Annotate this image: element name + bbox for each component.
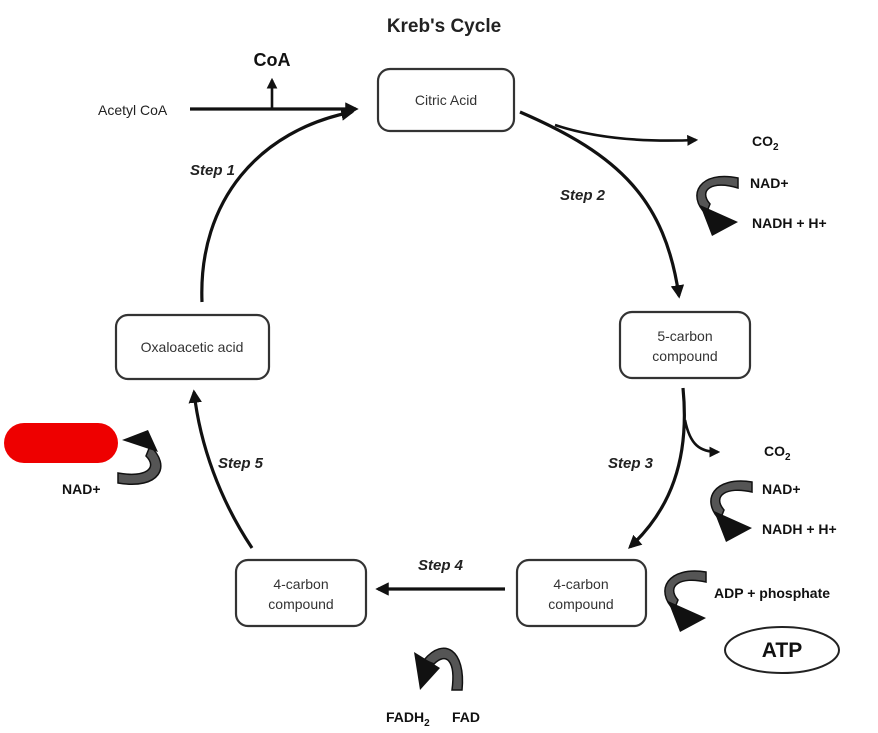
step5-nad-curl-icon xyxy=(117,430,162,485)
step3-nad-curl-icon xyxy=(710,480,753,542)
step2-co2-arrow xyxy=(554,123,699,146)
step2-nad-curl-icon xyxy=(696,175,739,236)
acetyl-coa-label: Acetyl CoA xyxy=(98,102,168,118)
four-carbon-left-label-line2: compound xyxy=(268,596,333,612)
step2-label: Step 2 xyxy=(560,187,606,204)
adp-curl-icon xyxy=(664,570,707,632)
five-carbon-node: 5-carbon compound xyxy=(618,310,752,380)
atp-label: ATP xyxy=(762,639,802,662)
fadh2-label: FADH2 xyxy=(386,709,430,729)
four-carbon-left-label-line1: 4-carbon xyxy=(273,576,328,592)
step3-label: Step 3 xyxy=(608,455,654,472)
step3-nad-label: NAD+ xyxy=(762,481,801,497)
step1-label: Step 1 xyxy=(190,162,235,179)
diagram-title: Kreb's Cycle xyxy=(387,16,501,37)
four-carbon-right-label-line1: 4-carbon xyxy=(553,576,608,592)
step2-nadh-label: NADH + H+ xyxy=(752,215,827,231)
five-carbon-label-line2: compound xyxy=(652,348,717,364)
step3-arrow xyxy=(628,387,686,549)
step5-label: Step 5 xyxy=(218,455,264,472)
four-carbon-left-node: 4-carbon compound xyxy=(234,558,368,628)
step5-nad-label: NAD+ xyxy=(62,481,101,497)
four-carbon-right-node: 4-carbon compound xyxy=(515,558,648,628)
citric-acid-label: Citric Acid xyxy=(415,92,477,108)
fad-label: FAD xyxy=(452,709,480,725)
adp-phosphate-label: ADP + phosphate xyxy=(714,585,830,601)
oxaloacetic-acid-node: Oxaloacetic acid xyxy=(114,313,271,381)
step2-arrow xyxy=(519,110,685,299)
redaction-blob xyxy=(4,423,118,463)
fad-curl-icon xyxy=(414,647,464,691)
step2-co2-label: CO2 xyxy=(752,133,779,153)
step3-co2-label: CO2 xyxy=(764,443,791,463)
oxaloacetic-acid-label: Oxaloacetic acid xyxy=(141,339,244,355)
step5-arrow xyxy=(188,389,254,549)
step1-arrow xyxy=(200,107,355,303)
step3-co2-arrow xyxy=(683,419,721,458)
step3-nadh-label: NADH + H+ xyxy=(762,521,837,537)
coa-label: CoA xyxy=(254,50,291,70)
atp-node: ATP xyxy=(724,626,840,674)
step2-nad-label: NAD+ xyxy=(750,175,789,191)
citric-acid-node: Citric Acid xyxy=(376,67,516,133)
four-carbon-right-label-line2: compound xyxy=(548,596,613,612)
five-carbon-label-line1: 5-carbon xyxy=(657,328,712,344)
step4-label: Step 4 xyxy=(418,557,464,574)
